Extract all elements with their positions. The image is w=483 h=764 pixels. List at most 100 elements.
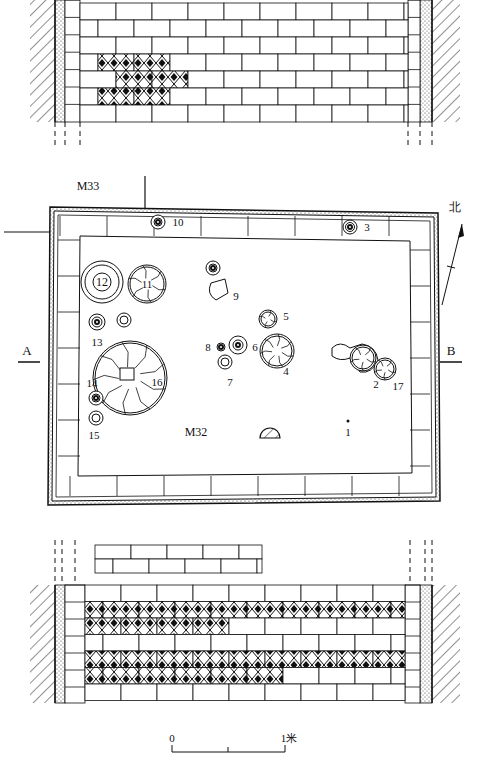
drawing-rect <box>337 651 373 668</box>
drawing-rect <box>185 559 221 573</box>
drawing-rect <box>152 71 188 88</box>
tomb-number: M33 <box>76 180 101 192</box>
north-arrow <box>458 224 464 238</box>
drawing-line <box>70 476 71 496</box>
drawing-rect <box>386 54 408 71</box>
drawing-rect <box>103 668 139 685</box>
drawing-line <box>55 540 56 585</box>
drawing-rect <box>139 635 175 652</box>
drawing-rect <box>85 602 103 619</box>
drawing-rect <box>175 668 211 685</box>
drawing-rect <box>98 20 134 37</box>
drawing-line <box>352 476 353 496</box>
drawing-rect <box>332 3 368 20</box>
drawing-line <box>405 687 420 688</box>
drawing-line <box>342 216 343 236</box>
drawing-rect <box>386 20 408 37</box>
callout-number: 8 <box>204 342 212 353</box>
tomb-wall <box>56 215 432 497</box>
drawing-line <box>144 176 145 208</box>
drawing-rect <box>152 37 188 54</box>
drawing-line <box>58 384 80 385</box>
scale-label: 1米 <box>280 733 299 744</box>
drawing-line <box>432 122 433 148</box>
drawing-line <box>65 0 80 1</box>
drawing-rect <box>193 585 229 602</box>
small-object <box>347 420 350 423</box>
drawing-rect <box>239 545 262 559</box>
drawing-rect <box>391 635 405 652</box>
drawing-rect <box>260 71 296 88</box>
tomb-number: M32 <box>184 426 209 438</box>
drawing-rect <box>85 651 121 668</box>
drawing-line <box>410 250 430 251</box>
drawing-line <box>408 0 420 1</box>
drawing-line <box>408 52 420 53</box>
drawing-rect <box>265 684 301 701</box>
drawing-rect <box>30 0 55 122</box>
drawing-rect <box>283 668 319 685</box>
drawing-rect <box>355 602 391 619</box>
callout-number: 10 <box>172 217 185 228</box>
drawing-rect <box>296 71 332 88</box>
drawing-line <box>117 476 118 496</box>
drawing-rect <box>221 559 257 573</box>
drawing-line <box>410 540 411 585</box>
drawing-rect <box>408 0 420 122</box>
callout-number: 2 <box>372 379 380 390</box>
drawing-line <box>80 122 81 148</box>
drawing-rect <box>337 585 373 602</box>
drawing-rect <box>80 105 116 122</box>
drawing-line <box>58 456 80 457</box>
section-letter: A <box>21 344 32 357</box>
callout-number: 13 <box>91 337 104 348</box>
drawing-line <box>389 216 390 236</box>
drawing-rect <box>121 585 157 602</box>
drawing-rect <box>404 71 408 88</box>
drawing-rect <box>350 54 386 71</box>
drawing-rect <box>386 88 408 105</box>
callout-number: 7 <box>226 377 234 388</box>
drawing-rect <box>420 0 432 122</box>
drawing-rect <box>432 585 460 703</box>
north-mark: 北 <box>448 201 462 213</box>
drawing-line <box>65 636 85 637</box>
drawing-rect <box>30 585 55 703</box>
drawing-rect <box>121 651 157 668</box>
drawing-rect <box>98 54 134 71</box>
drawing-line <box>58 312 80 313</box>
drawing-line <box>410 466 430 467</box>
cracked-vessel <box>350 345 376 371</box>
drawing-line <box>54 585 56 703</box>
drawing-rect <box>224 3 260 20</box>
drawing-rect <box>131 545 167 559</box>
tomb-wall <box>48 207 440 505</box>
drawing-rect <box>224 71 260 88</box>
drawing-line <box>440 361 462 363</box>
drawing-rect <box>103 602 139 619</box>
drawing-rect <box>278 20 314 37</box>
vessel-fragment <box>120 368 134 380</box>
drawing-rect <box>283 602 319 619</box>
drawing-rect <box>85 684 121 701</box>
drawing-rect <box>134 20 170 37</box>
callout-number: 12 <box>95 276 109 288</box>
drawing-line <box>65 602 85 603</box>
drawing-rect <box>116 105 152 122</box>
drawing-rect <box>278 88 314 105</box>
drawing-rect <box>314 54 350 71</box>
drawing-rect <box>80 3 116 20</box>
drawing-rect <box>55 585 65 703</box>
cracked-vessel <box>128 265 166 303</box>
drawing-rect <box>368 71 404 88</box>
drawing-rect <box>373 585 405 602</box>
drawing-rect <box>247 635 283 652</box>
drawing-line <box>54 0 56 122</box>
drawing-line <box>18 361 40 363</box>
drawing-line <box>65 687 85 688</box>
drawing-line <box>107 216 108 236</box>
drawing-rect <box>301 651 337 668</box>
callout-number: 16 <box>151 377 164 388</box>
drawing-rect <box>260 105 296 122</box>
drawing-rect <box>65 585 85 703</box>
